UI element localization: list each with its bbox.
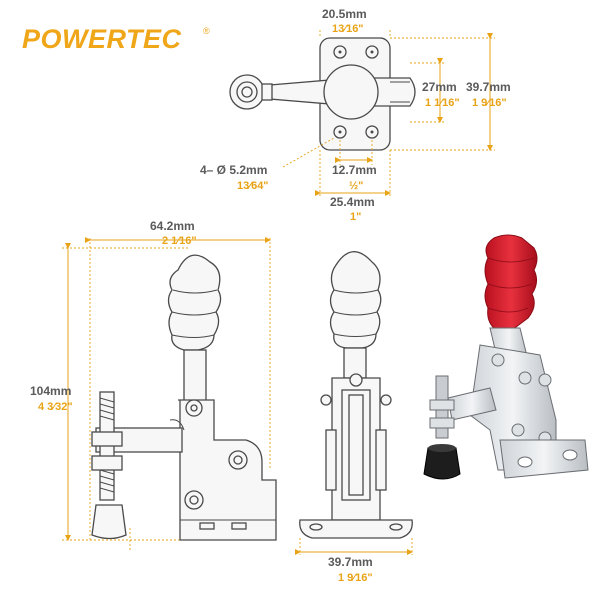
base-width-mm: 25.4mm <box>330 195 375 209</box>
side-width-in: 2 1⁄16" <box>162 235 197 247</box>
top-width-mm: 20.5mm <box>322 7 367 21</box>
side-nut-upper <box>91 431 123 447</box>
side-nut-lower <box>91 455 123 471</box>
hole-spacing-in: ½" <box>349 180 363 192</box>
hole-spacing-mm: 12.7mm <box>332 163 377 177</box>
outer-height-mm: 39.7mm <box>466 80 511 94</box>
side-view: 64.2mm 2 1⁄16" 104mm 4 3⁄32" <box>30 219 277 550</box>
front-view: 39.7mm 1 9⁄16" <box>295 251 413 584</box>
metal-base-plate <box>499 439 589 479</box>
side-height-in: 4 3⁄32" <box>38 401 73 413</box>
side-clamp-body <box>178 399 277 541</box>
red-handle-grip <box>484 234 538 331</box>
inner-height-mm: 27mm <box>422 80 457 94</box>
top-width-in: 13⁄16" <box>332 23 364 35</box>
top-view: 20.5mm 13⁄16" 27mm 1 1⁄16" 39.7mm 1 9⁄16… <box>200 7 511 223</box>
side-height-mm: 104mm <box>30 384 71 398</box>
black-rubber-tip <box>423 447 461 480</box>
inner-height-in: 1 1⁄16" <box>425 97 460 109</box>
hole-diameter-mm: 4– Ø 5.2mm <box>200 163 267 177</box>
hole-diameter-in: 13⁄64" <box>237 180 269 192</box>
front-handle-grip <box>329 251 382 349</box>
brand-logo: POWERTEC <box>22 24 182 54</box>
product-render <box>423 234 589 480</box>
trademark-mark: ® <box>203 26 210 36</box>
front-base-flange <box>299 519 413 539</box>
side-handle-grip <box>167 254 222 351</box>
front-width-in: 1 9⁄16" <box>338 572 373 584</box>
top-knob <box>323 64 379 120</box>
front-width-mm: 39.7mm <box>328 555 373 569</box>
top-handle <box>369 77 416 107</box>
base-width-in: 1" <box>350 211 361 223</box>
outer-height-in: 1 9⁄16" <box>472 97 507 109</box>
side-rubber-tip <box>91 504 127 540</box>
side-width-mm: 64.2mm <box>150 219 195 233</box>
